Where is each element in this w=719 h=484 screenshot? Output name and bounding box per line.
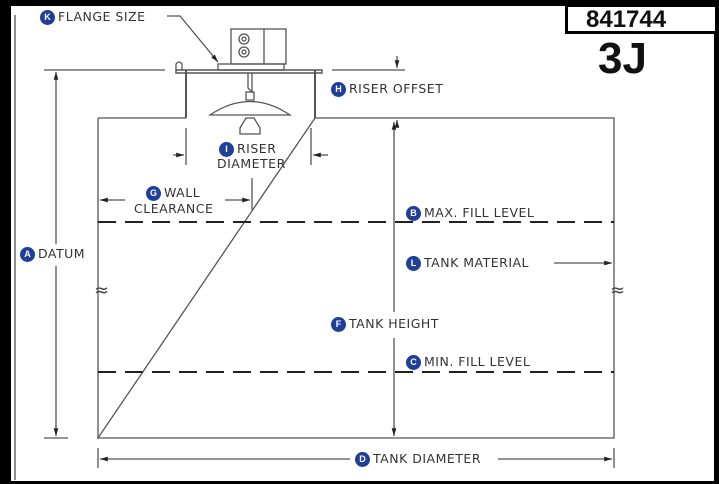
break-symbol-left: ≈ bbox=[94, 280, 110, 301]
cable-gland-icon bbox=[238, 33, 250, 45]
transmitter-base bbox=[217, 63, 285, 71]
diagram-canvas: ≈ ≈ bbox=[11, 6, 714, 481]
antenna-stem bbox=[245, 73, 255, 101]
badge-i: I bbox=[219, 142, 234, 157]
tank-drawing bbox=[14, 15, 615, 480]
badge-l: L bbox=[406, 256, 421, 271]
badge-d: D bbox=[355, 452, 370, 467]
badge-g: G bbox=[146, 186, 161, 201]
drawing-code: 3J bbox=[598, 34, 647, 83]
badge-c: C bbox=[406, 355, 421, 370]
flange-hook bbox=[175, 61, 183, 70]
badge-b: B bbox=[406, 206, 421, 221]
badge-f: F bbox=[331, 317, 346, 332]
transmitter-housing bbox=[230, 28, 287, 65]
badge-h: H bbox=[331, 82, 346, 97]
part-number: 841744 bbox=[586, 6, 667, 33]
label-wall-clearance-line2: CLEARANCE bbox=[134, 201, 214, 216]
tank-outline bbox=[96, 117, 615, 439]
badge-a: A bbox=[20, 247, 35, 262]
flange-leader bbox=[167, 15, 219, 63]
label-riser-diameter-line2: DIAMETER bbox=[217, 156, 286, 171]
break-symbol-right: ≈ bbox=[610, 280, 626, 301]
antenna-horn bbox=[207, 100, 293, 116]
part-number-box: 841744 bbox=[565, 4, 715, 34]
badge-k: K bbox=[40, 10, 55, 25]
antenna-tip bbox=[239, 117, 261, 135]
cable-gland-icon bbox=[238, 46, 250, 58]
riser-walls bbox=[185, 70, 316, 118]
